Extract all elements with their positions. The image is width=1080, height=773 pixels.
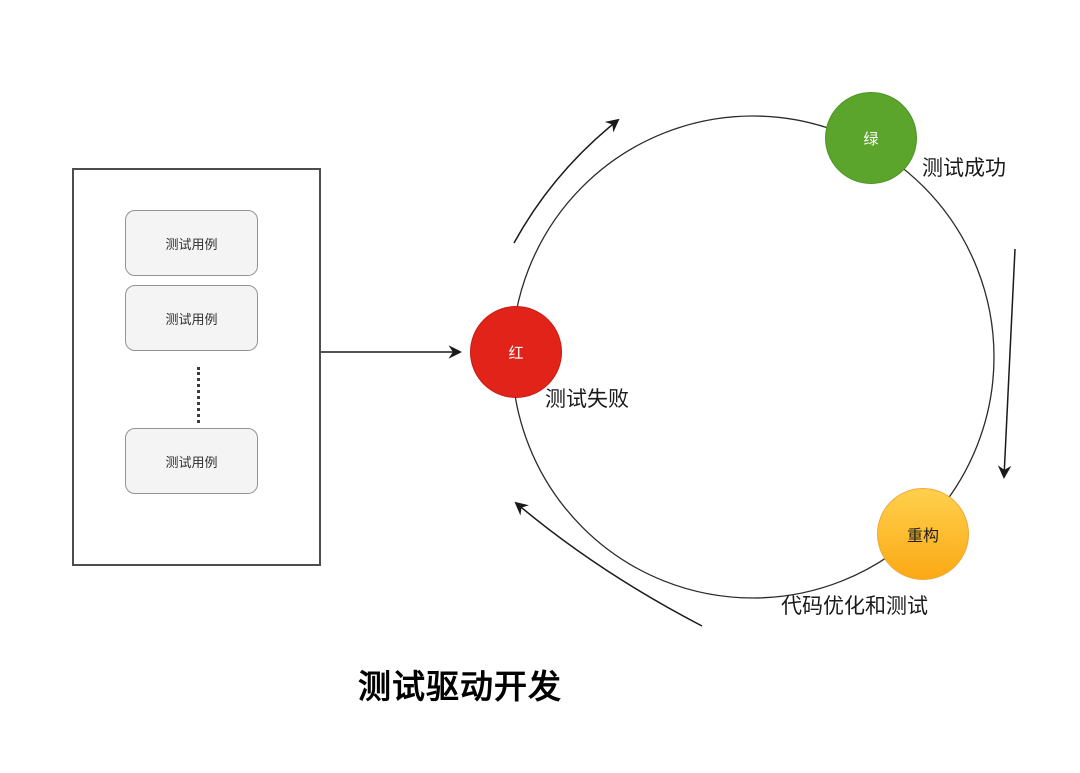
caption-test-success: 测试成功 <box>922 157 1006 180</box>
test-case-item-label: 测试用例 <box>165 311 218 327</box>
diagram-title: 测试驱动开发 <box>358 668 562 705</box>
caption-test-failed: 测试失败 <box>545 388 629 411</box>
node-green-label: 绿 <box>863 130 879 148</box>
node-red: 红 <box>470 306 562 398</box>
arrow-red-to-green <box>513 118 620 244</box>
test-case-panel: 测试用例 测试用例 测试用例 <box>72 168 321 566</box>
test-case-item-label: 测试用例 <box>165 236 218 252</box>
node-refactor-label: 重构 <box>906 528 939 545</box>
test-case-item-label: 测试用例 <box>165 454 218 470</box>
test-case-item: 测试用例 <box>125 210 258 276</box>
node-red-label: 红 <box>508 344 524 362</box>
node-refactor: 重构 <box>877 488 969 580</box>
ellipsis-dots <box>197 367 200 423</box>
arrow-green-to-refactor <box>997 248 1016 480</box>
test-case-item: 测试用例 <box>125 428 258 494</box>
caption-refactor: 代码优化和测试 <box>781 595 928 618</box>
test-case-item: 测试用例 <box>125 285 258 351</box>
node-green: 绿 <box>825 92 917 184</box>
arrow-refactor-to-red <box>514 501 703 627</box>
